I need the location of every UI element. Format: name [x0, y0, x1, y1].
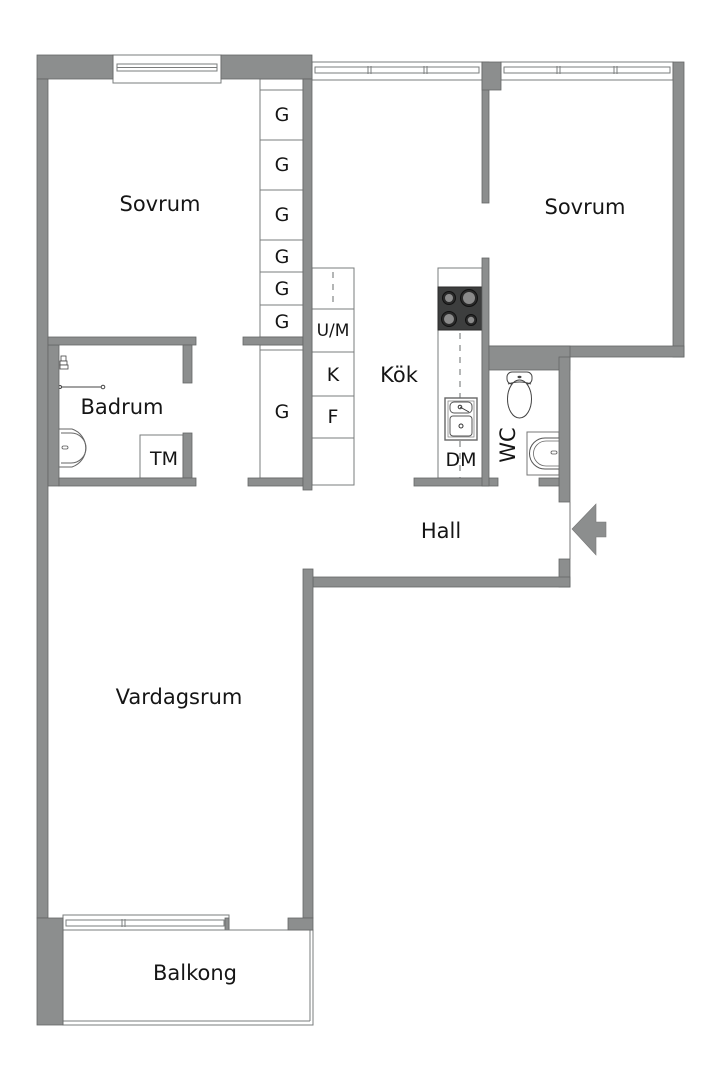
wardrobe-label-lower: G [275, 401, 290, 423]
dishwasher-label: DM [445, 449, 476, 471]
washbasin-icon [59, 428, 87, 468]
room-label-wc: WC [496, 427, 520, 462]
freezer-label: F [328, 406, 339, 428]
room-label-bedroom-left: Sovrum [119, 192, 200, 216]
room-label-balcony: Balkong [153, 961, 237, 985]
wardrobe-label: G [275, 154, 290, 176]
wardrobe-label: G [275, 204, 290, 226]
kitchen-sink-icon [444, 397, 478, 441]
fridge-label: K [327, 364, 340, 386]
wardrobe-label: G [275, 104, 290, 126]
entrance-arrow-icon [571, 503, 607, 556]
shower-icon [58, 355, 106, 390]
wardrobe-label: G [275, 278, 290, 300]
washing-machine-label: TM [149, 448, 178, 470]
room-label-living-room: Vardagsrum [116, 685, 243, 709]
window-bedroom-right [500, 61, 674, 81]
kitchen-units-left [311, 267, 355, 486]
room-label-kitchen: Kök [380, 363, 419, 387]
balcony-area [62, 929, 314, 1026]
wardrobe-label: G [275, 311, 290, 333]
room-label-bathroom: Badrum [80, 395, 163, 419]
window-bedroom-left [112, 54, 222, 84]
wardrobe-column-top [259, 78, 304, 338]
wc-washbasin-icon [526, 431, 560, 476]
walls [36, 54, 685, 1026]
wardrobe-label: G [275, 246, 290, 268]
fridge-freezer-label: U/M [317, 321, 350, 341]
room-label-bedroom-right: Sovrum [544, 195, 625, 219]
window-living-room [62, 914, 230, 931]
room-label-hall: Hall [421, 519, 461, 543]
stove-icon [437, 286, 483, 331]
toilet-icon [506, 371, 533, 419]
window-kitchen [311, 61, 483, 81]
